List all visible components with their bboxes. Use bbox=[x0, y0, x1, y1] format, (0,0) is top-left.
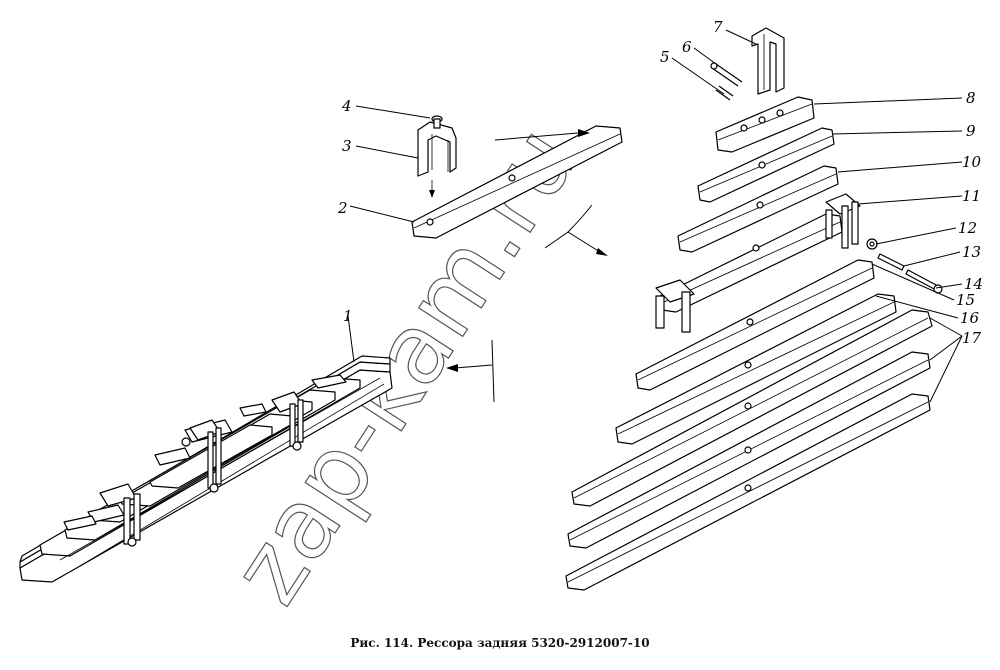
callout-15: 15 bbox=[956, 291, 975, 309]
clamp-3 bbox=[417, 115, 457, 198]
spring-leaf-17a bbox=[571, 309, 933, 507]
callout-5: 5 bbox=[660, 48, 670, 66]
pin-6 bbox=[710, 62, 743, 87]
bushing-13 bbox=[877, 253, 905, 271]
spring-leaf-9 bbox=[697, 127, 835, 203]
callout-8: 8 bbox=[966, 89, 976, 107]
callout-11: 11 bbox=[962, 187, 981, 205]
clamp-11 bbox=[655, 193, 861, 333]
spring-leaf-17c bbox=[565, 393, 931, 591]
figure-caption: Рис. 114. Рессора задняя 5320-2912007-10 bbox=[350, 636, 650, 650]
bushing-5 bbox=[715, 85, 734, 101]
leader-lines bbox=[347, 29, 963, 403]
spring-leaf-10 bbox=[677, 165, 839, 253]
callout-numbers: 1 2 3 4 5 6 7 8 9 10 11 12 13 14 15 16 1… bbox=[337, 18, 983, 347]
nut-12 bbox=[866, 238, 878, 250]
callout-3: 3 bbox=[342, 137, 352, 155]
callout-16: 16 bbox=[960, 309, 980, 327]
callout-17: 17 bbox=[962, 329, 982, 347]
assembled-leaf-spring bbox=[19, 355, 393, 583]
clamp-7 bbox=[751, 27, 785, 95]
callout-14: 14 bbox=[964, 275, 983, 293]
callout-4: 4 bbox=[341, 97, 352, 115]
callout-7: 7 bbox=[713, 18, 723, 36]
callout-13: 13 bbox=[962, 243, 981, 261]
callout-6: 6 bbox=[682, 38, 692, 56]
spring-leaf-17b bbox=[567, 351, 931, 549]
spring-leaf-16a bbox=[635, 259, 875, 391]
assembly-arrows bbox=[446, 204, 608, 403]
spring-leaf-8 bbox=[715, 96, 815, 153]
callout-10: 10 bbox=[962, 153, 982, 171]
spring-leaf-16b bbox=[615, 293, 897, 445]
callout-9: 9 bbox=[966, 122, 976, 140]
callout-2: 2 bbox=[337, 199, 348, 217]
spring-leaf-2 bbox=[411, 125, 623, 239]
callout-12: 12 bbox=[958, 219, 977, 237]
callout-1: 1 bbox=[343, 307, 353, 325]
